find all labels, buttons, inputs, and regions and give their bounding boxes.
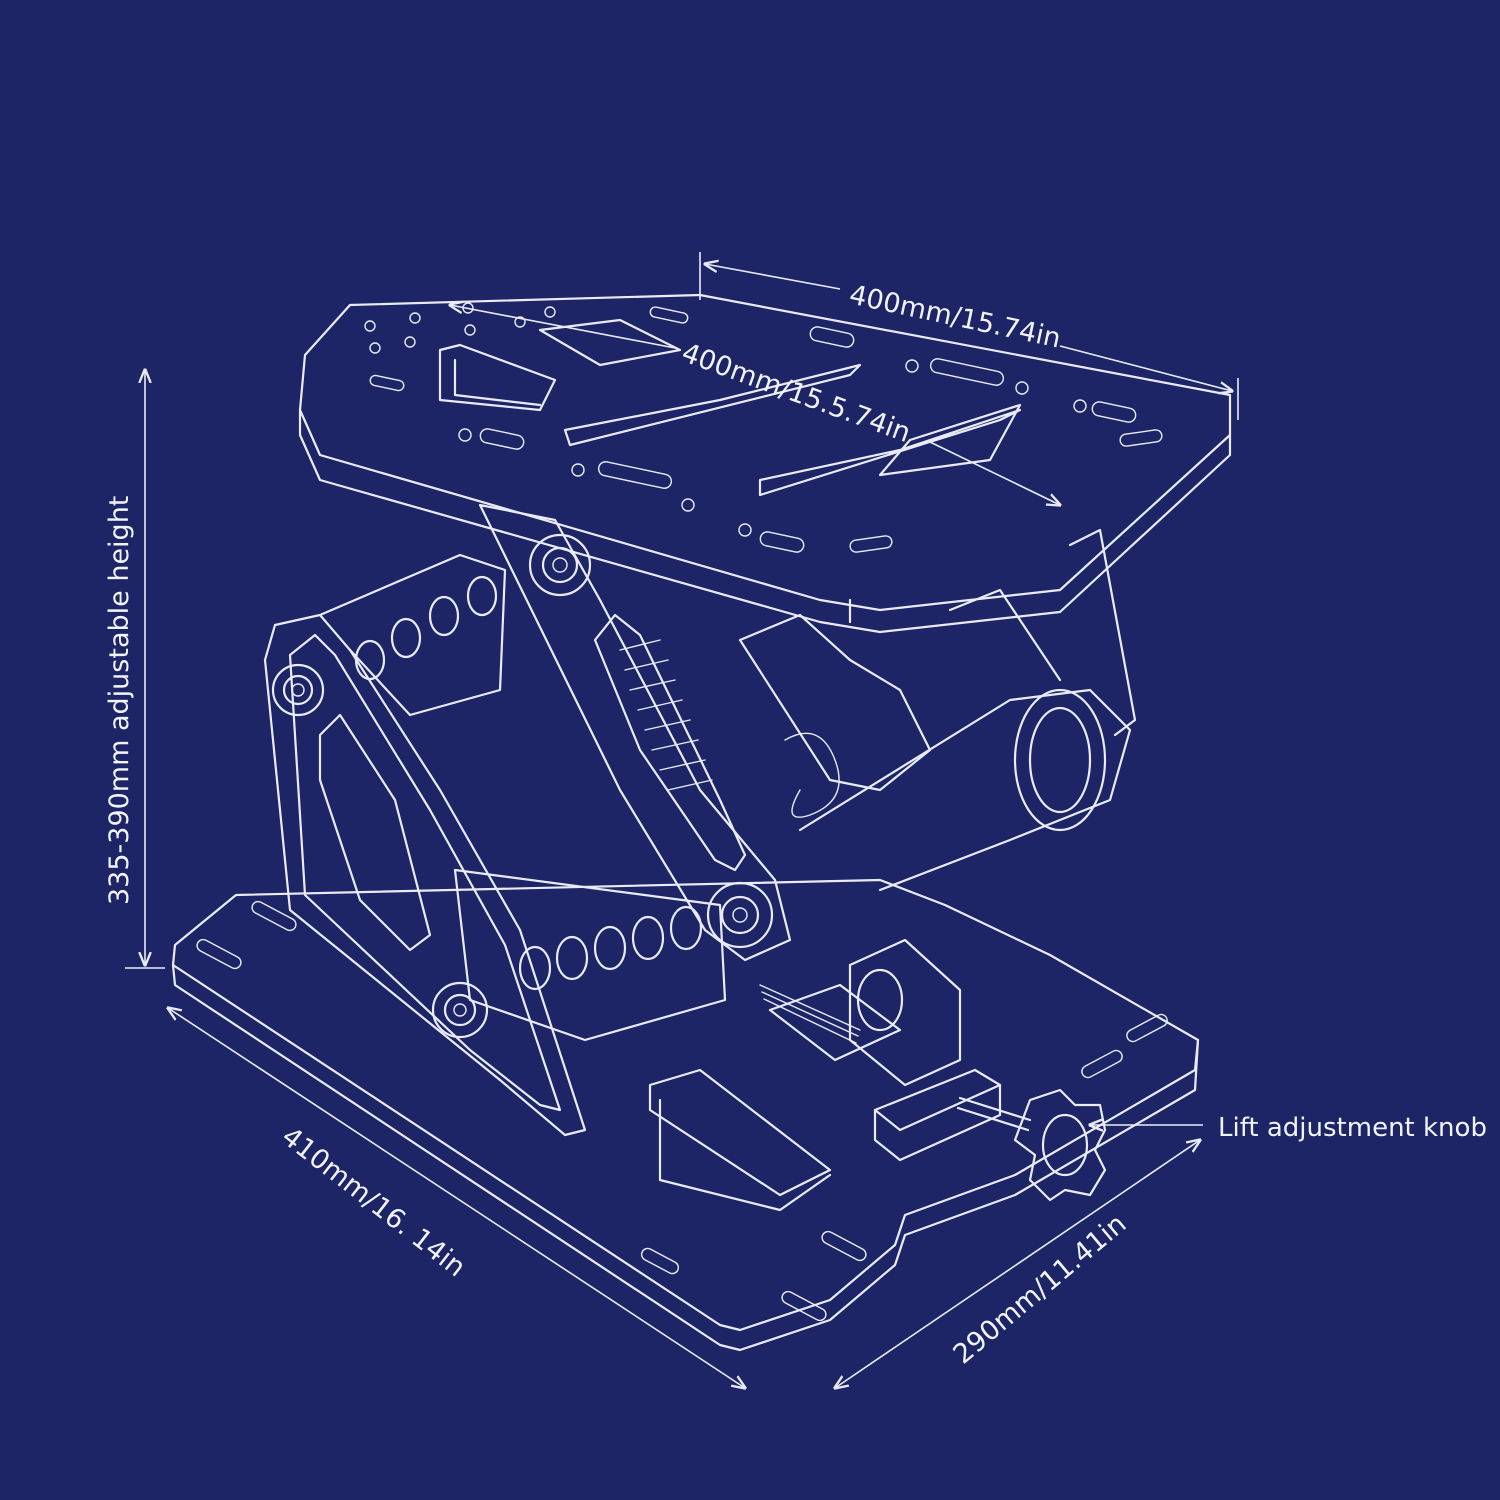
compression-spring <box>619 639 840 818</box>
height-label: 335-390mm adjustable height <box>104 496 135 905</box>
knob-label: Lift adjustment knob <box>1218 1113 1487 1143</box>
dimension-base-length <box>168 1008 745 1388</box>
center-scissor-arm <box>478 503 792 962</box>
knob-mechanism <box>848 938 1032 1162</box>
lift-adjustment-knob[interactable] <box>1013 1088 1107 1202</box>
top-depth-label: 400mm/15.5.74in <box>678 337 915 449</box>
upper-side-bar <box>318 553 507 717</box>
base-width-label: 290mm/11.41in <box>948 1208 1133 1370</box>
lead-screw <box>759 984 861 1044</box>
dimension-height <box>125 370 165 969</box>
top-plate <box>298 293 1232 634</box>
dimension-top-depth <box>450 305 1060 505</box>
dimension-base-width <box>835 1140 1200 1388</box>
lower-left-pivot <box>431 981 489 1039</box>
dimension-top-width <box>699 252 1239 420</box>
right-linkage <box>738 528 1137 892</box>
base-length-label: 410mm/16. 14in <box>276 1121 471 1283</box>
